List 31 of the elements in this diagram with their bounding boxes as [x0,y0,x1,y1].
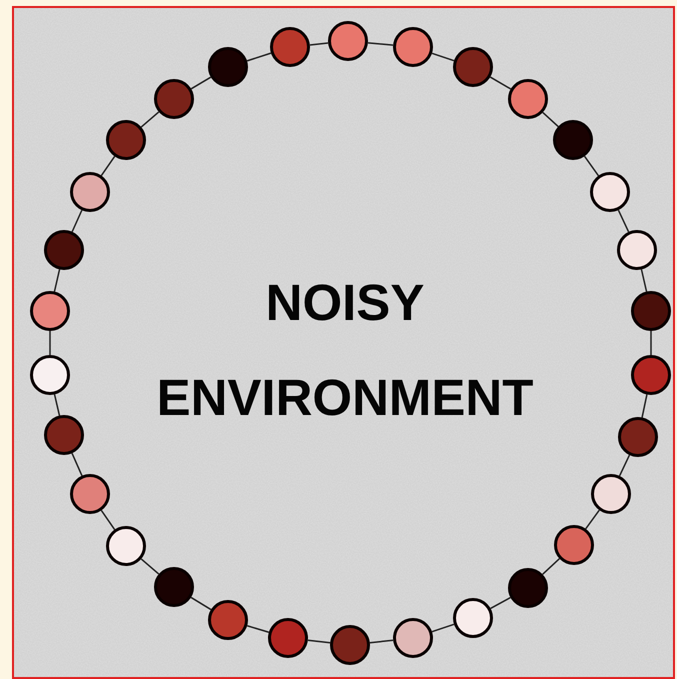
connector-line [190,76,212,90]
connector-line [640,269,648,292]
connector-line [490,76,512,90]
connector-line [246,52,272,62]
connector-line [542,112,559,128]
connector-line [368,42,394,46]
connector-line [310,42,328,46]
connector-line [490,596,511,610]
connector-line [618,210,630,232]
connector-line [49,331,51,355]
connector-line [641,394,648,418]
connector-line [584,156,600,176]
connector-line [432,624,454,632]
connector-line [140,111,160,128]
connector-line [54,394,60,416]
connector-line [650,331,652,355]
connector-line [100,156,116,176]
connector-line [54,269,60,292]
connector-line [370,639,394,644]
connector-line [618,454,630,476]
connector-line [140,558,160,575]
connector-line [100,510,116,530]
connector-line [71,453,83,476]
connector-line [72,210,82,232]
connector-line [190,596,212,610]
connector-line [585,510,600,530]
connector-line [246,625,270,633]
connector-line [542,558,560,575]
connector-line [308,640,330,644]
connector-line [432,52,454,62]
center-label: NOISY ENVIRONMENT [156,273,534,428]
